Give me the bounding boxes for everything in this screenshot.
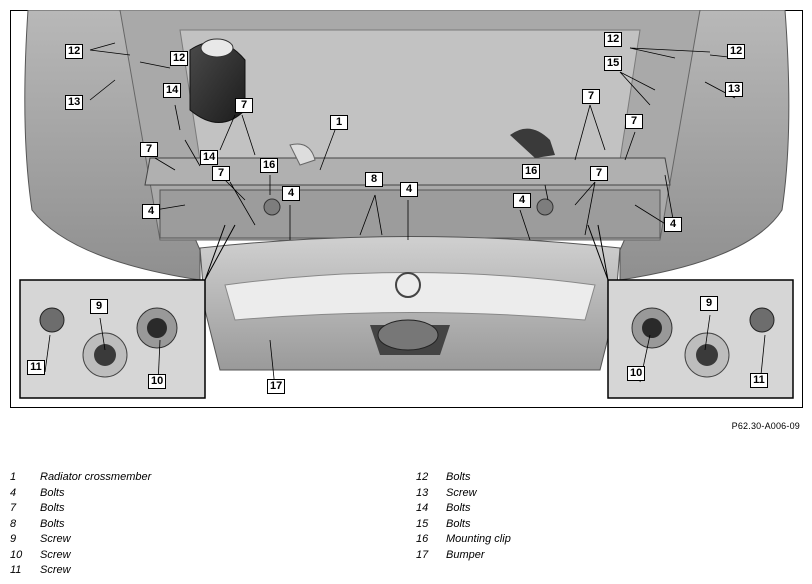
legend-text: Bolts xyxy=(446,517,471,530)
callout-label: 12 xyxy=(604,32,623,47)
legend-text: Bolts xyxy=(40,517,65,530)
legend-text: Bolts xyxy=(446,502,471,514)
callout-label: 14 xyxy=(200,150,219,165)
callout-label: 11 xyxy=(750,373,768,388)
callout-label: 10 xyxy=(627,366,646,381)
legend-item: 8 Bolts xyxy=(10,517,151,533)
callout-label: 4 xyxy=(664,217,682,232)
legend-item: 16 Mounting clip xyxy=(416,532,511,548)
legend-number: 13 xyxy=(416,486,429,499)
callout-label: 4 xyxy=(400,182,418,197)
legend-item: 17 Bumper xyxy=(416,548,511,564)
callout-label: 9 xyxy=(90,299,108,314)
callout-label: 7 xyxy=(625,114,643,129)
legend-item: 12 Bolts xyxy=(416,470,511,486)
illustration xyxy=(10,9,803,408)
callout-label: 11 xyxy=(27,360,45,375)
figure-reference: P62.30-A006-09 xyxy=(731,421,800,431)
legend-text: Screw xyxy=(40,548,71,561)
legend-number: 17 xyxy=(416,548,429,561)
legend-item: 7 Bolts xyxy=(10,501,151,517)
legend-number: 14 xyxy=(416,502,429,514)
callout-label: 17 xyxy=(267,379,286,394)
legend-text: Screw xyxy=(446,486,477,499)
callout-label: 13 xyxy=(725,82,744,97)
legend-number: 1 xyxy=(10,471,17,483)
callout-label: 7 xyxy=(212,166,230,181)
legend-number: 15 xyxy=(416,517,429,530)
legend-number: 11 xyxy=(10,564,22,576)
legend-number: 8 xyxy=(10,517,17,530)
legend-text: Bolts xyxy=(40,502,65,514)
callout-label: 4 xyxy=(282,186,300,201)
callout-label: 4 xyxy=(513,193,531,208)
legend-text: Bolts xyxy=(40,486,65,499)
callout-label: 13 xyxy=(65,95,84,110)
legend-text: Screw xyxy=(40,533,71,545)
callout-label: 10 xyxy=(148,374,167,389)
legend-item: 13 Screw xyxy=(416,486,511,502)
callout-label: 7 xyxy=(235,98,253,113)
legend-item: 15 Bolts xyxy=(416,517,511,533)
callout-label: 15 xyxy=(604,56,623,71)
legend-text: Bumper xyxy=(446,548,485,561)
legend-text: Bolts xyxy=(446,471,471,483)
legend-item: 11 Screw xyxy=(10,563,151,579)
callout-label: 7 xyxy=(590,166,608,181)
legend-number: 12 xyxy=(416,471,429,483)
legend-item: 4 Bolts xyxy=(10,486,151,502)
legend-item: 9 Screw xyxy=(10,532,151,548)
callout-label: 1 xyxy=(330,115,348,130)
legend-number: 4 xyxy=(10,486,17,499)
callout-label: 7 xyxy=(140,142,158,157)
legend-item: 14 Bolts xyxy=(416,501,511,517)
legend-number: 16 xyxy=(416,533,429,545)
legend-item: 1 Radiator crossmember xyxy=(10,470,151,486)
callout-label: 16 xyxy=(260,158,279,173)
legend-text: Mounting clip xyxy=(446,533,511,545)
callout-label: 4 xyxy=(142,204,160,219)
callout-label: 12 xyxy=(170,51,189,66)
legend-number: 10 xyxy=(10,548,23,561)
legend-number: 7 xyxy=(10,502,17,514)
callout-label: 12 xyxy=(65,44,84,59)
callout-label: 9 xyxy=(700,296,718,311)
legend-text: Screw xyxy=(40,564,71,576)
callout-label: 8 xyxy=(365,172,383,187)
legend-number: 9 xyxy=(10,533,17,545)
callout-label: 16 xyxy=(522,164,541,179)
callout-label: 12 xyxy=(727,44,746,59)
callout-label: 14 xyxy=(163,83,182,98)
legend-text: Radiator crossmember xyxy=(40,471,152,483)
legend-item: 10 Screw xyxy=(10,548,151,564)
exploded-view-figure: 12 12 13 14 7 1 7 14 16 7 8 4 4 4 16 7 4… xyxy=(10,9,803,408)
callout-label: 7 xyxy=(582,89,600,104)
